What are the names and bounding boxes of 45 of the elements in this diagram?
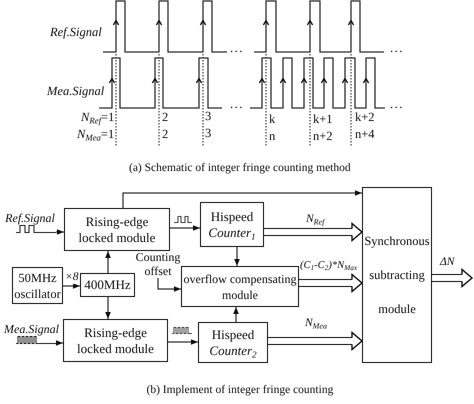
caption: (b) Implement of integer fringe counting [146, 383, 334, 397]
arrow [122, 190, 362, 208]
ellipsis: ... [230, 97, 244, 111]
module-box: Rising-edge locked module [64, 208, 170, 251]
count-label: k+1 [313, 112, 333, 126]
count-label: k+2 [355, 110, 375, 124]
signal-label: Mea.Signal [47, 84, 104, 98]
module-box: Synchronous subtracting module [362, 187, 432, 363]
caption: (a) Schematic of integer fringe counting method [129, 161, 351, 175]
arrow [105, 296, 111, 320]
arrow [62, 283, 80, 289]
count-label: k [269, 112, 276, 126]
module-box: overflow compensating module [181, 266, 299, 307]
count-label: N$_{Ref}$=1 [81, 110, 114, 124]
count-label: 3 [205, 109, 212, 123]
arrow [233, 306, 239, 322]
arrow [105, 250, 111, 274]
edge-label: N$_{Ref}$ [306, 213, 324, 226]
arrow [234, 246, 240, 266]
module-box: Rising-edge locked module [63, 319, 168, 362]
annotation-label: Counting offset [135, 250, 181, 278]
module-box: 50MHz oscillator [12, 267, 63, 304]
module-box: 400MHz [80, 273, 135, 297]
edge-label: N$_{Mea}$ [305, 317, 327, 330]
ellipsis: ... [390, 41, 404, 55]
arrow [170, 225, 200, 231]
ellipsis: ... [230, 41, 244, 55]
signal-label: Ref.Signal [4, 211, 56, 225]
signal-label: Ref.Signal [50, 25, 102, 39]
edge-label: (C$_{1}$-C$_{2}$)*N$_{Max}$ [300, 259, 358, 272]
arrow [56, 229, 64, 235]
count-label: n+4 [355, 127, 375, 141]
edge-label: ×8 [65, 271, 79, 284]
arrow [158, 278, 182, 292]
arrow [56, 340, 64, 346]
module-box: Hispeed Counter$_{2}$ [198, 322, 268, 363]
count-label: 3 [205, 126, 212, 140]
count-label: 2 [162, 110, 168, 124]
count-label: N$_{Mea}$=1 [77, 127, 114, 141]
ellipsis: ... [390, 97, 404, 111]
count-label: n [269, 129, 276, 143]
arrow [168, 339, 198, 345]
count-label: 2 [162, 127, 168, 141]
module-box: Hispeed Counter$_{1}$ [200, 202, 264, 247]
count-label: n+2 [313, 129, 333, 143]
